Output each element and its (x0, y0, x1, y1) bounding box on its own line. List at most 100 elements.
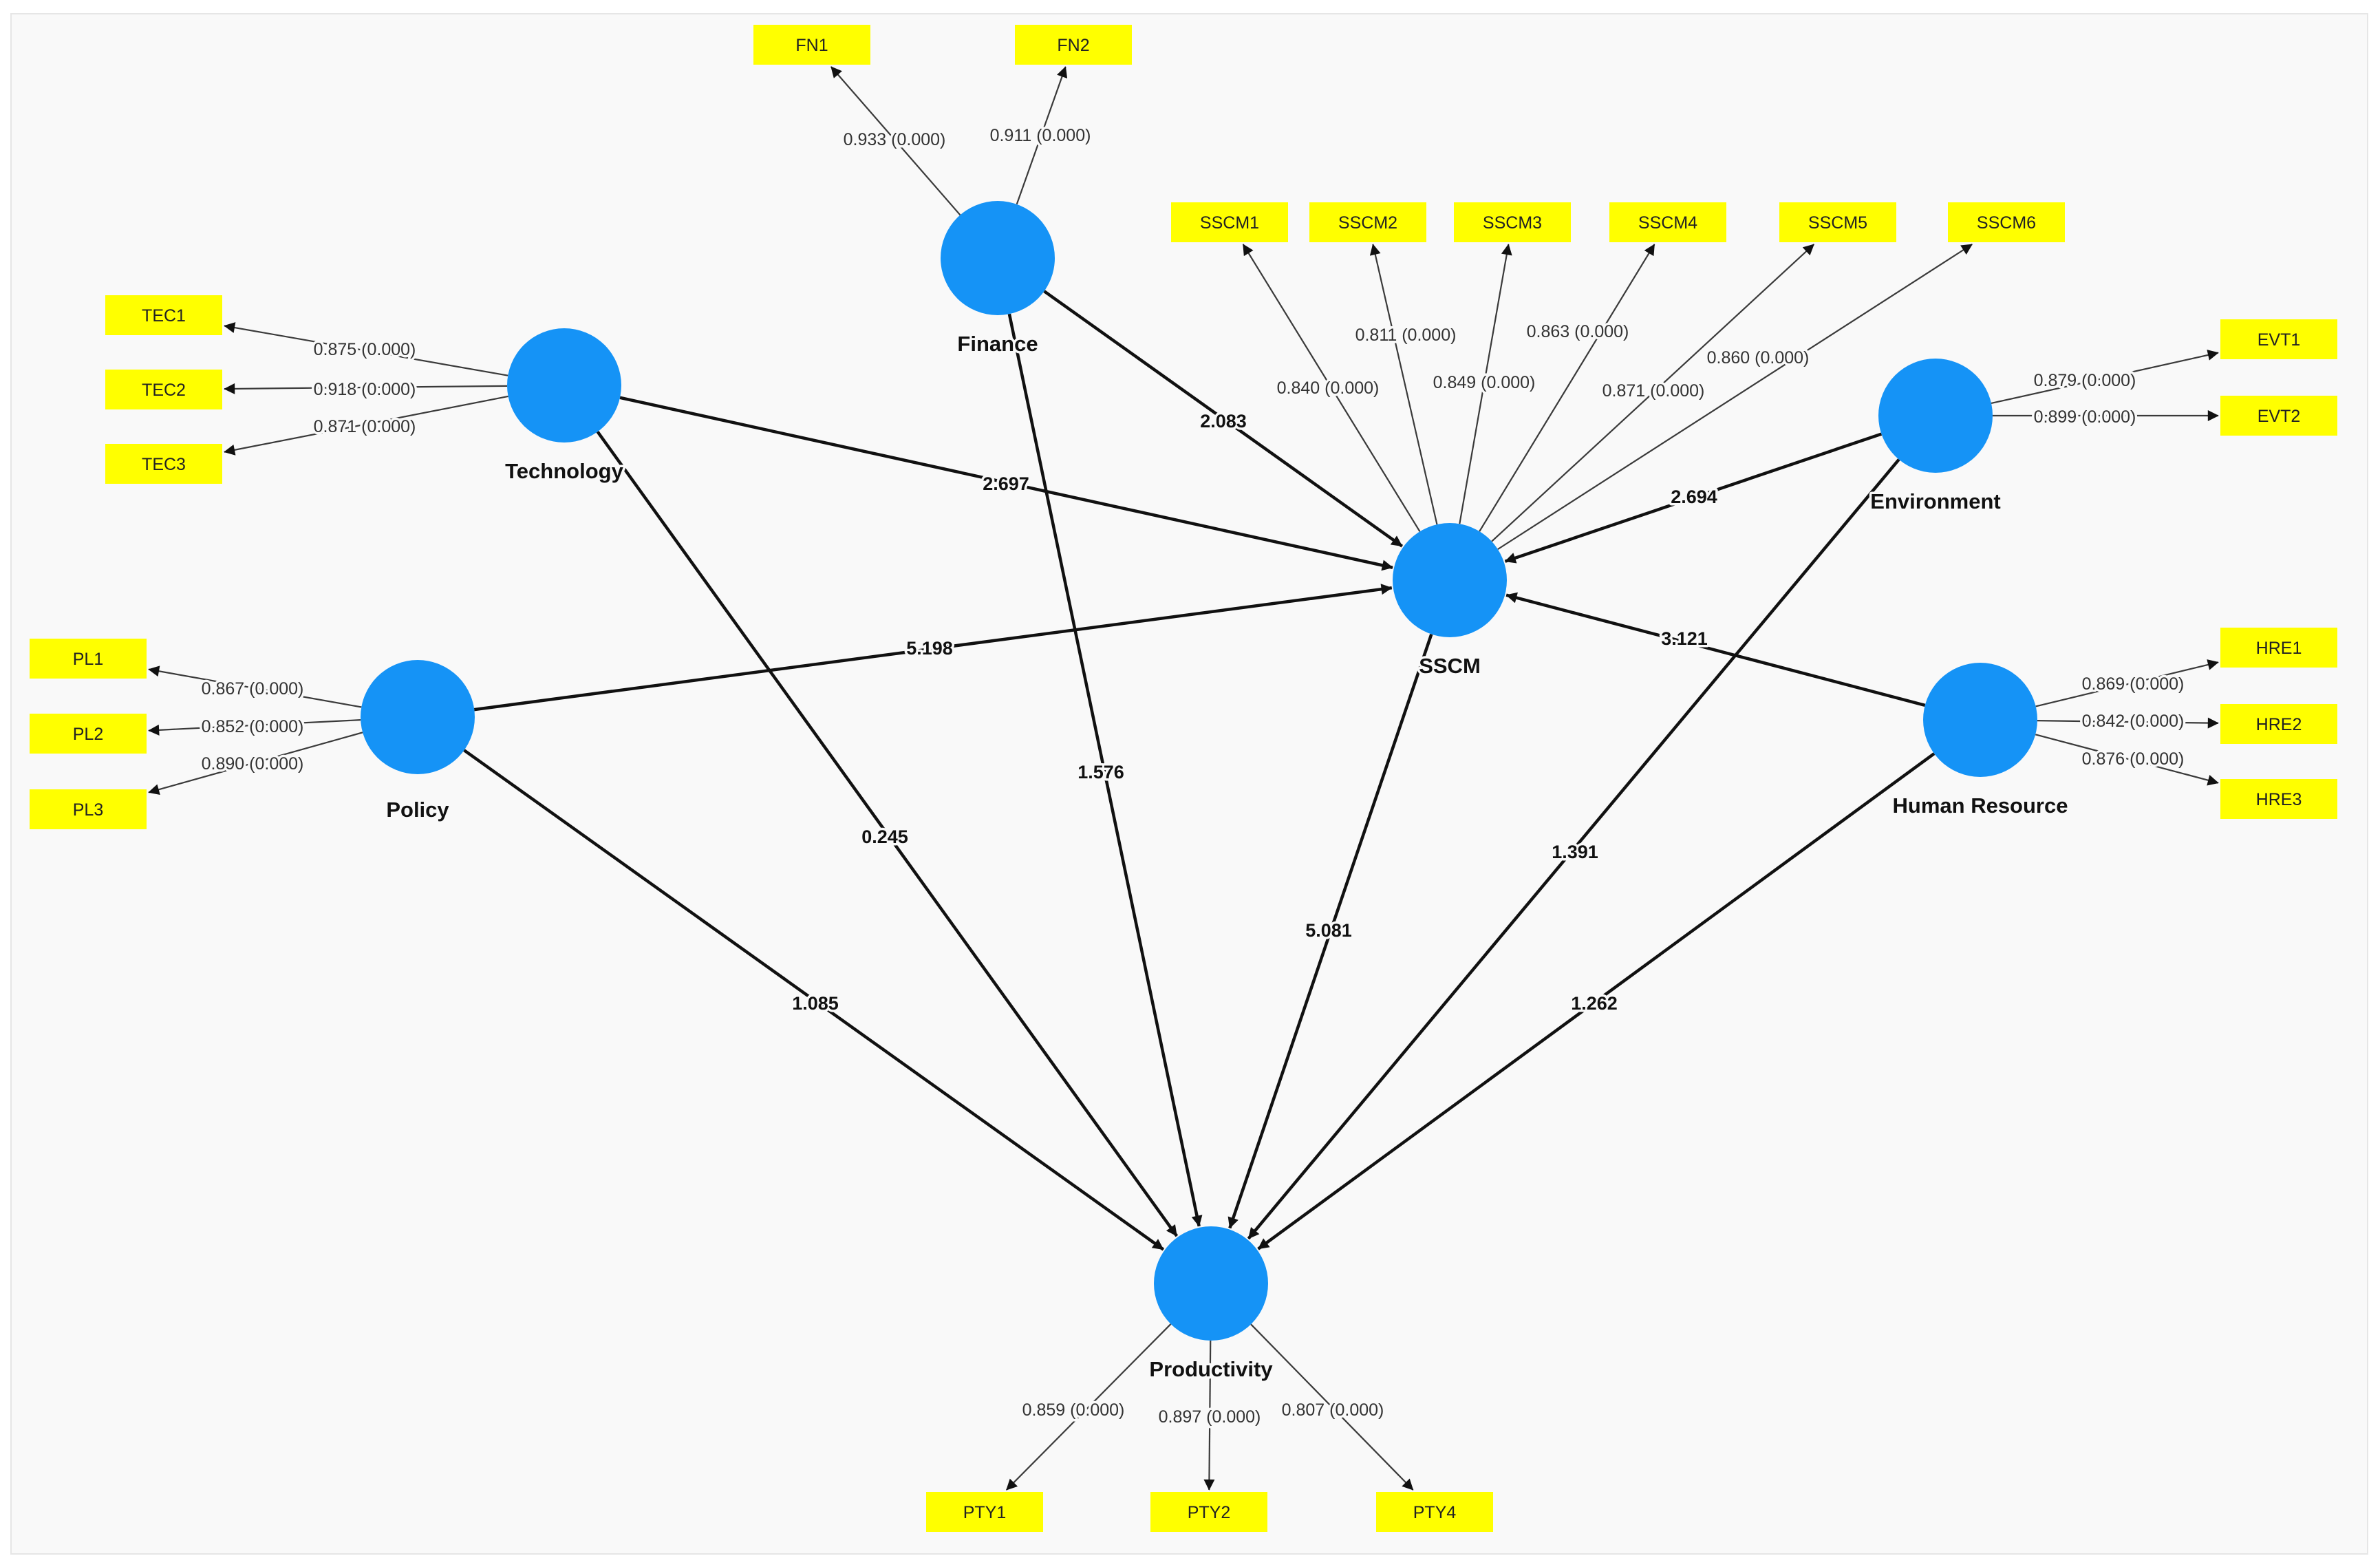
latent-finance[interactable] (941, 201, 1055, 315)
indicator-hre2[interactable]: HRE2 (2220, 704, 2337, 744)
indicator-box (2220, 319, 2337, 359)
loading-label-pl3: 0.890 (0.000) (202, 754, 304, 774)
indicator-label: EVT1 (2258, 330, 2301, 350)
latent-policy[interactable] (361, 660, 475, 774)
indicator-label: FN2 (1057, 36, 1089, 55)
latent-technology[interactable] (507, 328, 621, 443)
latent-label-policy: Policy (386, 798, 449, 822)
indicator-box (2220, 396, 2337, 436)
loading-arrow-sscm4 (1479, 244, 1655, 532)
loading-arrow-hre1 (2035, 659, 2219, 707)
indicator-sscm5[interactable]: SSCM5 (1779, 202, 1896, 242)
loading-arrow-sscm6 (1497, 244, 1973, 551)
path-coefficient-finance-to-sscm: 2.083 (1200, 411, 1247, 431)
loading-arrow-pl3 (148, 732, 363, 795)
indicator-sscm1[interactable]: SSCM1 (1171, 202, 1288, 242)
path-arrow-human_resource-to-sscm (1505, 592, 1926, 707)
loading-label-tec1: 0.875 (0.000) (314, 340, 416, 359)
indicator-pl3[interactable]: PL3 (30, 789, 147, 829)
indicator-label: HRE3 (2256, 790, 2302, 809)
indicator-label: SSCM5 (1808, 213, 1867, 233)
latent-circle (361, 660, 475, 774)
loading-arrow-pty2 (1203, 1340, 1215, 1491)
loading-label-evt1: 0.879 (0.000) (2034, 371, 2136, 390)
loading-arrow-fn1 (830, 66, 961, 216)
loading-label-sscm3: 0.849 (0.000) (1433, 373, 1536, 392)
indicator-sscm6[interactable]: SSCM6 (1948, 202, 2065, 242)
indicator-sscm2[interactable]: SSCM2 (1309, 202, 1426, 242)
loading-label-pty1: 0.859 (0.000) (1022, 1400, 1125, 1420)
indicator-pl2[interactable]: PL2 (30, 714, 147, 754)
latent-environment[interactable] (1878, 359, 1993, 473)
loading-label-hre3: 0.876 (0.000) (2082, 749, 2185, 769)
indicator-box (105, 370, 222, 409)
labels-layer: 2.0832.6975.1982.6943.1211.5760.2451.085… (199, 124, 2187, 1429)
loading-label-pl1: 0.867 (0.000) (202, 679, 304, 699)
indicator-hre1[interactable]: HRE1 (2220, 628, 2337, 668)
indicator-box (105, 444, 222, 484)
latent-circle (1878, 359, 1993, 473)
indicator-fn2[interactable]: FN2 (1015, 25, 1132, 65)
loading-label-sscm6: 0.860 (0.000) (1707, 348, 1810, 367)
indicator-tec2[interactable]: TEC2 (105, 370, 222, 409)
connections-layer (148, 66, 2219, 1491)
latent-label-productivity: Productivity (1149, 1357, 1273, 1381)
indicator-box (2220, 779, 2337, 819)
latent-circle (507, 328, 621, 443)
indicator-evt1[interactable]: EVT1 (2220, 319, 2337, 359)
latent-label-environment: Environment (1870, 489, 2000, 513)
loading-label-sscm2: 0.811 (0.000) (1355, 326, 1457, 345)
indicator-pty1[interactable]: PTY1 (926, 1492, 1043, 1532)
indicator-box (30, 639, 147, 679)
indicator-fn1[interactable]: FN1 (753, 25, 870, 65)
path-arrow-sscm-to-productivity (1227, 633, 1433, 1229)
latent-label-sscm: SSCM (1419, 654, 1481, 678)
indicator-evt2[interactable]: EVT2 (2220, 396, 2337, 436)
indicator-pl1[interactable]: PL1 (30, 639, 147, 679)
loading-arrow-hre3 (2035, 734, 2219, 786)
latent-circle (1393, 523, 1507, 637)
indicator-label: TEC1 (142, 306, 186, 326)
indicator-tec1[interactable]: TEC1 (105, 295, 222, 335)
loading-arrow-sscm5 (1491, 244, 1815, 542)
indicator-pty4[interactable]: PTY4 (1376, 1492, 1493, 1532)
loading-label-sscm5: 0.871 (0.000) (1602, 381, 1705, 401)
indicator-label: HRE1 (2256, 639, 2302, 658)
loading-arrow-sscm3 (1459, 244, 1512, 524)
indicator-label: PL2 (73, 725, 103, 744)
loading-label-pty4: 0.807 (0.000) (1282, 1400, 1384, 1420)
path-arrow-policy-to-sscm (473, 584, 1393, 712)
path-coefficient-human_resource-to-productivity: 1.262 (1571, 993, 1618, 1014)
indicator-pty2[interactable]: PTY2 (1150, 1492, 1267, 1532)
indicator-box (926, 1492, 1043, 1532)
indicator-label: PTY1 (963, 1503, 1007, 1522)
loading-arrow-sscm2 (1369, 244, 1438, 525)
indicator-hre3[interactable]: HRE3 (2220, 779, 2337, 819)
latent-label-finance: Finance (957, 332, 1038, 356)
path-coefficient-human_resource-to-sscm: 3.121 (1661, 628, 1708, 649)
path-arrow-environment-to-sscm (1504, 432, 1883, 564)
latent-human-resource[interactable] (1923, 663, 2037, 777)
loading-label-pl2: 0.852 (0.000) (202, 717, 304, 736)
loading-label-tec3: 0.871 (0.000) (314, 417, 416, 436)
path-arrow-technology-to-productivity (596, 431, 1179, 1237)
indicator-label: PTY4 (1413, 1503, 1457, 1522)
latent-productivity[interactable] (1154, 1226, 1268, 1341)
indicator-box (1150, 1492, 1267, 1532)
latent-sscm[interactable] (1393, 523, 1507, 637)
indicator-box (1171, 202, 1288, 242)
indicator-tec3[interactable]: TEC3 (105, 444, 222, 484)
indicator-box (30, 714, 147, 754)
loading-arrow-pl2 (148, 719, 361, 736)
indicator-sscm3[interactable]: SSCM3 (1454, 202, 1571, 242)
path-coefficient-finance-to-productivity: 1.576 (1078, 762, 1124, 782)
indicator-box (1454, 202, 1571, 242)
path-arrow-finance-to-sscm (1043, 290, 1404, 548)
indicator-label: PL1 (73, 650, 103, 669)
indicator-label: SSCM2 (1338, 213, 1397, 233)
loading-label-fn1: 0.933 (0.000) (844, 130, 946, 149)
loading-label-fn2: 0.911 (0.000) (990, 126, 1091, 145)
latent-label-technology: Technology (505, 459, 623, 483)
indicator-label: HRE2 (2256, 715, 2302, 734)
indicator-sscm4[interactable]: SSCM4 (1609, 202, 1726, 242)
